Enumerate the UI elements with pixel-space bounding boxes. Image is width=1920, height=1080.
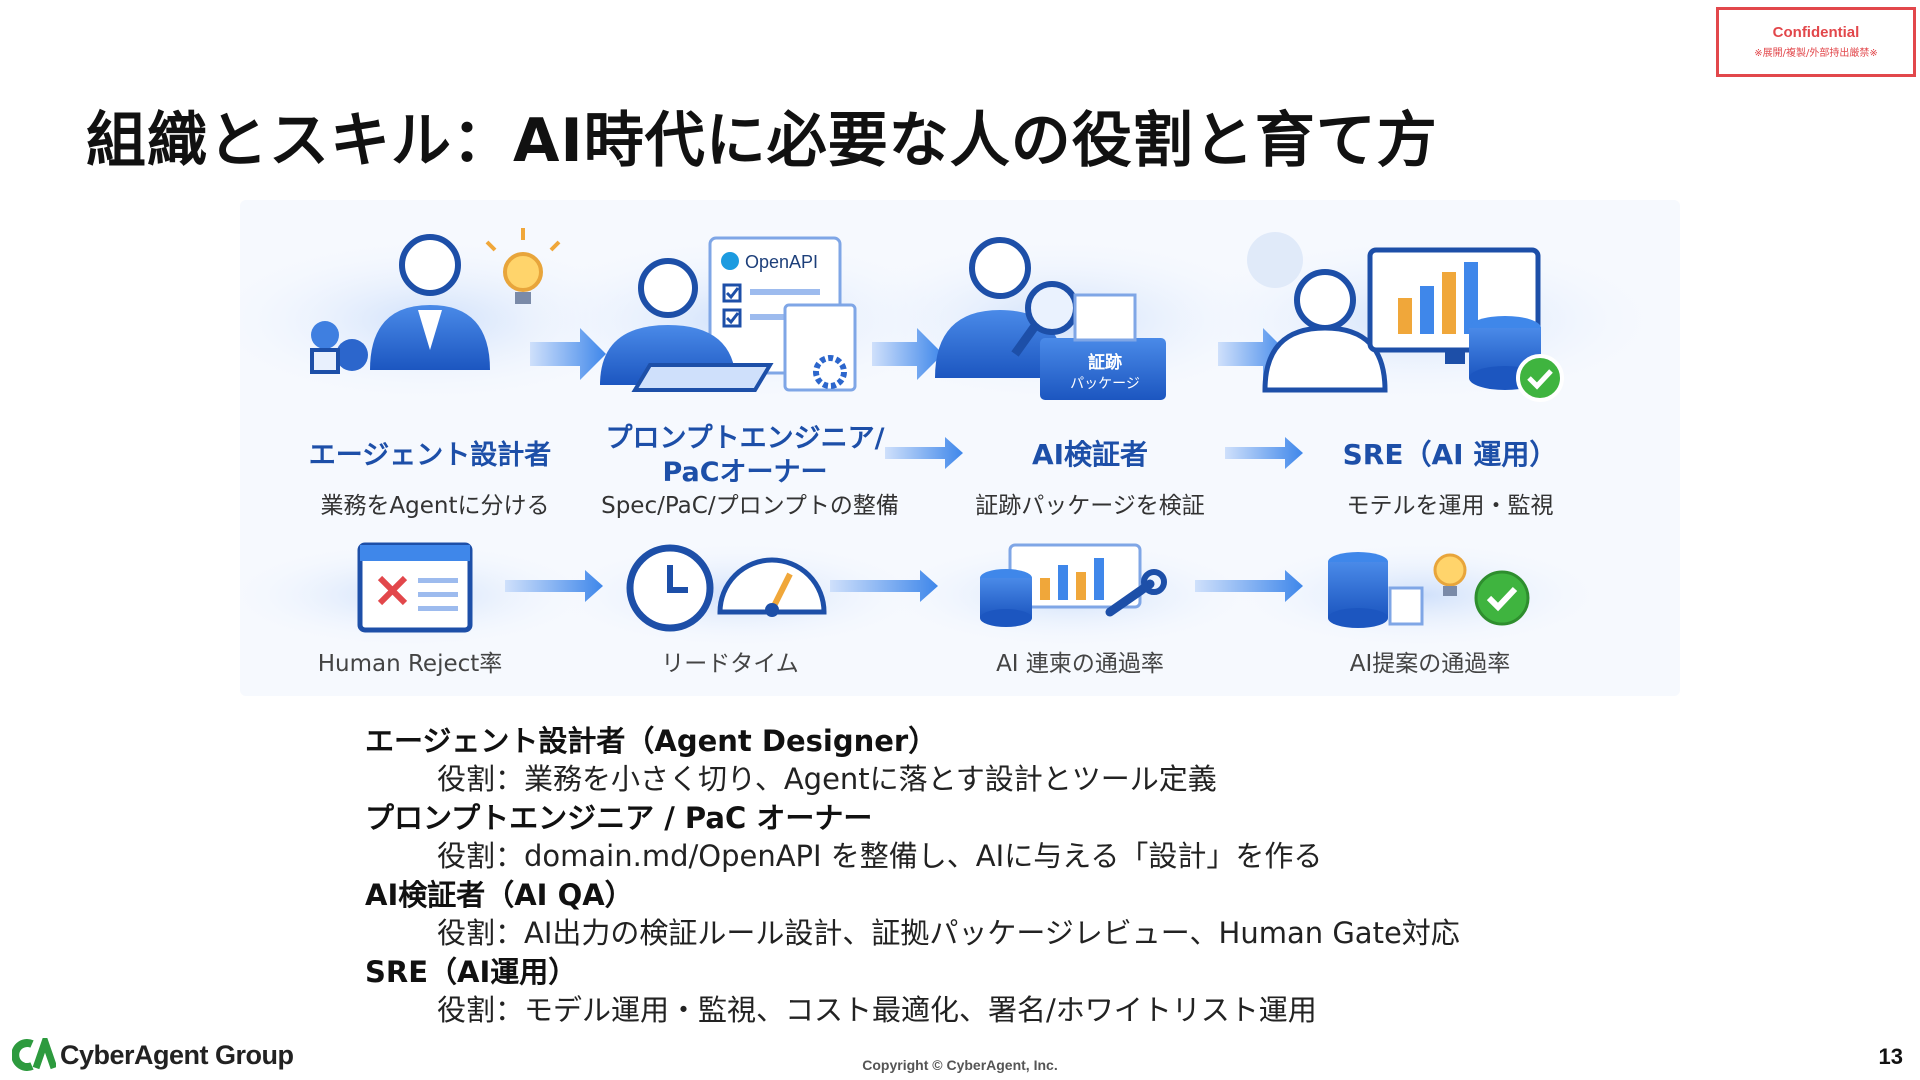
detail-head-ai-qa: AI検証者（AI QA） [365,876,1665,914]
role-name-prompt-engineer-line2: PaCオーナー [595,450,895,489]
folder-label-line2: パッケージ [1070,376,1140,392]
detail-body-agent-designer: 役割：業務を小さく切り、Agentに落とす設計とツール定義 [365,760,1665,799]
slide-title: 組織とスキル：AI時代に必要な人の役割と育て方 [86,92,1438,179]
metric-label-ai-pass-rate-1: AI 連柬の通過率 [940,644,1220,678]
role-desc-agent-designer: 業務をAgentに分ける [280,486,590,520]
metric-label-lead-time: リードタイム [600,644,860,678]
detail-head-prompt-engineer: プロンプトエンジニア / PaC オーナー [365,799,1665,837]
role-details-list: エージェント設計者（Agent Designer） 役割：業務を小さく切り、Ag… [365,722,1665,1030]
detail-body-sre: 役割：モデル運用・監視、コスト最適化、署名/ホワイトリスト運用 [365,991,1665,1030]
role-name-agent-designer: エージェント設計者 [280,433,580,472]
role-name-sre: SRE（AI 運用） [1280,433,1620,473]
confidential-stamp: Confidential ※展開/複製/外部持出厳禁※ [1716,7,1916,77]
role-desc-ai-verifier: 証跡パッケージを検証 [940,486,1240,520]
roles-infographic: OpenAPI 証跡 パッケージ [240,200,1680,696]
openapi-badge: OpenAPI [745,252,818,272]
role-name-ai-verifier: AI検証者 [940,433,1240,473]
page-number: 13 [1879,1044,1903,1070]
folder-label-line1: 証跡 [1088,352,1122,373]
document-reject-icon [360,545,470,630]
metric-label-human-reject: Human Reject率 [280,644,540,678]
role-desc-prompt-engineer: Spec/PaC/プロンプトの整備 [580,486,920,520]
copyright: Copyright © CyberAgent, Inc. [0,1057,1920,1073]
metric-label-ai-pass-rate-2: AI提案の通過率 [1290,644,1570,678]
detail-head-sre: SRE（AI運用） [365,953,1665,991]
role-desc-sre: モテルを運用・監視 [1280,486,1620,520]
detail-body-ai-qa: 役割：AI出力の検証ルール設計、証拠パッケージレビュー、Human Gate対応 [365,914,1665,953]
detail-body-prompt-engineer: 役割：domain.md/OpenAPI を整備し、AIに与える「設計」を作る [365,837,1665,876]
confidential-note: ※展開/複製/外部持出厳禁※ [1719,44,1913,59]
detail-head-agent-designer: エージェント設計者（Agent Designer） [365,722,1665,760]
confidential-label: Confidential [1719,24,1913,41]
